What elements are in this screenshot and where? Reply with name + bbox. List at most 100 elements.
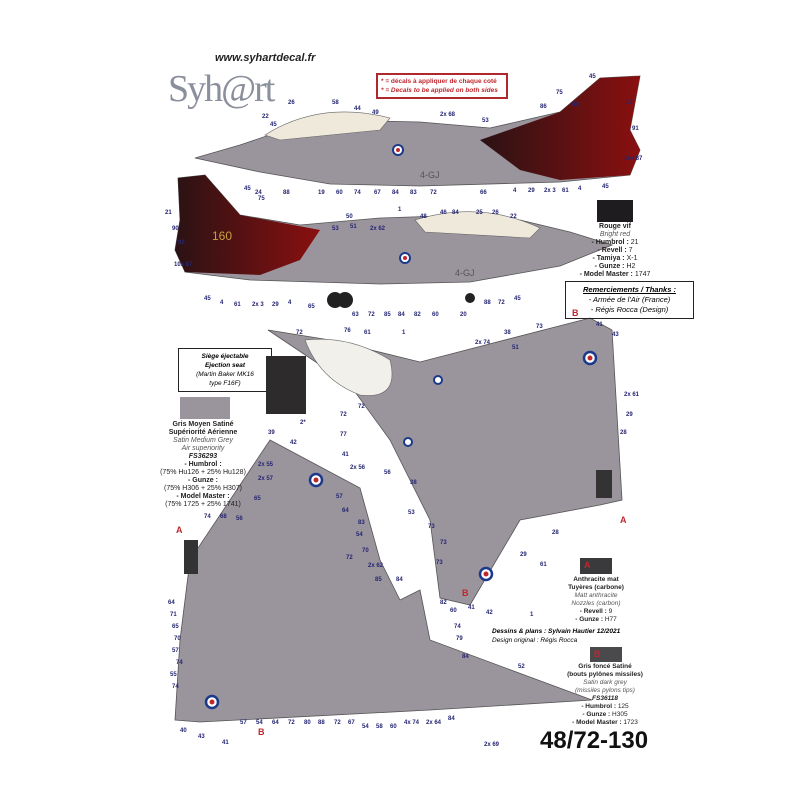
c1-gunze: H2 [626,263,636,270]
decal-callout-number: 75 [258,196,265,202]
decal-callout-number: 4 [288,300,292,306]
legend-dark-grey: Gris foncé Satiné (bouts pylônes missile… [560,663,650,727]
decal-callout-number: 22 [510,214,517,220]
decal-callout-number: 80 [304,720,311,726]
c1-mm: 1747 [634,271,651,278]
decal-callout-number: 45 [589,74,596,80]
decal-callout-number: 65 [254,496,261,502]
decal-callout-number: 41 [468,605,475,611]
decal-callout-number: 2x 74 [475,340,491,346]
decal-callout-number: 72 [346,555,353,561]
credits-drawings: Dessins & plans : Sylvain Hautier 12/202… [492,628,621,635]
decal-callout-number: 41 [596,322,603,328]
bottom-view [174,439,593,723]
thanks-line1: - Armée de l'Air (France) [588,295,671,304]
decal-callout-number: 57 [172,648,179,654]
c3-mm-label: - Model Master : [572,719,622,726]
aircraft-code-2: 4-GJ [455,268,475,278]
decal-callout-number: 25 [476,210,483,216]
decal-callout-number: 67 [348,720,355,726]
decal-callout-number: 72 [288,720,295,726]
decal-callout-number: 52 [518,664,525,670]
decal-callout-number: 56 [236,516,243,522]
decal-callout-number: 45 [244,186,251,192]
decal-callout-number: 4 [578,186,582,192]
ejection-seat-image [266,356,306,414]
decal-callout-number: 64 [342,508,349,514]
both-sides-note: * = décals à appliquer de chaque coté * … [376,73,508,99]
decal-callout-number: 57 [240,720,247,726]
decal-callout-number: 41 [222,740,229,746]
decal-callout-number: 4 [220,300,224,306]
c2-name-en2: Nozzles (carbon) [571,600,621,607]
decal-callout-number: 46 [440,210,447,216]
decal-callout-number: 92 [178,240,185,246]
decal-callout-number: 89 [572,102,579,108]
marker-b: B [572,308,579,318]
decal-callout-number: 49 [372,110,379,116]
swatch-letter-a: A [584,560,591,570]
decal-callout-number: 85 [384,312,391,318]
decal-callout-number: 64 [272,720,279,726]
c2-revell-label: - Revell : [579,608,607,615]
c2-gunze: H77 [604,616,617,623]
c2-name-fr: Anthracite mat [573,576,619,583]
c0-fs: FS36293 [188,453,218,460]
decal-callout-number: 73 [536,324,543,330]
decal-callout-number: 72 [498,300,505,306]
seat-type2: type F16F) [209,380,241,387]
c1-revell-label: - Revell : [597,247,627,254]
decal-callout-number: 24 [255,190,262,196]
decal-callout-number: 38 [504,330,511,336]
credits-design: Design original : Régis Rocca [492,637,578,644]
color-swatch-anthracite: A [580,558,612,574]
decal-callout-number: 61 [562,188,569,194]
decal-callout-number: 84 [398,312,405,318]
decal-callout-number: 64 [168,600,175,606]
decal-callout-number: 45 [602,184,609,190]
c3-mm: 1723 [623,719,638,726]
decal-callout-number: 90 [172,226,179,232]
decal-callout-number: 2x 3 [252,302,264,308]
credits: Dessins & plans : Sylvain Hautier 12/202… [492,627,620,645]
c0-humbrol: (75% Hu126 + 25% Hu128) [160,469,246,476]
side-view-left: 4-GJ [194,75,641,187]
decal-callout-number: 74 [172,684,179,690]
decal-callout-number: 29 [528,188,535,194]
c3-humbrol-label: - Humbrol : [581,703,616,710]
decal-callout-number: 10x 87 [624,156,643,162]
c1-humbrol: 21 [630,239,639,246]
decal-callout-number: 39 [268,430,275,436]
decal-callout-number: 48 [420,214,427,220]
website-link[interactable]: www.syhartdecal.fr [215,52,316,64]
c0-gunze: (75% H306 + 25% H307) [163,485,243,492]
c3-gunze-label: - Gunze : [582,711,611,718]
decal-callout-number: 86 [540,104,547,110]
decal-callout-number: 43 [198,734,205,740]
decal-callout-number: 29 [626,412,633,418]
decal-callout-number: 51 [350,224,357,230]
decal-callout-number: 84 [452,210,459,216]
note-fr: * = décals à appliquer de chaque coté [381,78,497,85]
marker-b: B [462,588,469,598]
decal-callout-number: 2x 55 [258,462,274,468]
c0-mm: (75% 1725 + 25% 1741) [165,501,241,508]
c2-revell: 9 [608,608,613,615]
swatch-letter-b: B [594,649,601,659]
decal-callout-number: 77 [340,432,347,438]
decal-callout-number: 85 [375,577,382,583]
ejection-seat-label: Siège éjectable Ejection seat (Martin Ba… [178,348,272,392]
decal-callout-number: 45 [204,296,211,302]
decal-callout-number: 67 [374,190,381,196]
decal-callout-number: 26 [288,100,295,106]
decal-callout-number: 55 [170,672,177,678]
thanks-line2: - Régis Rocca (Design) [590,305,669,314]
decal-callout-number: 65 [172,624,179,630]
decal-callout-number: 72 [368,312,375,318]
decal-callout-number: 65 [308,304,315,310]
c1-revell: 7 [628,247,633,254]
c1-name-en: Bright red [599,231,631,238]
tail-marking: 160 [212,229,232,243]
c3-name-en: Satin dark grey [583,679,627,686]
decal-callout-number: 74 [354,190,361,196]
